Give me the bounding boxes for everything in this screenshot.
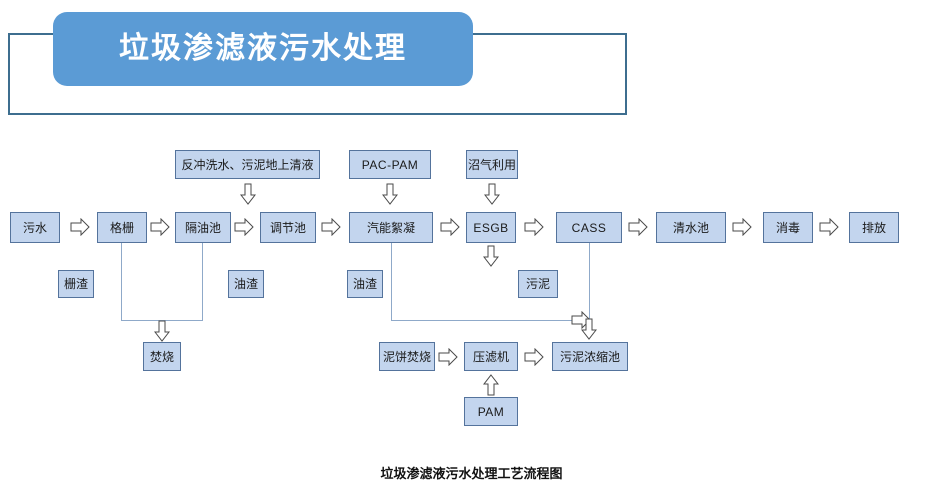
connector-grille-down <box>121 243 122 321</box>
arrow-down-biogas <box>484 183 500 205</box>
node-biogas-use[interactable]: 沼气利用 <box>466 150 518 179</box>
node-grille-residue[interactable]: 栅渣 <box>58 270 94 298</box>
arrow-right-cleanwater-disinfection <box>732 218 752 236</box>
arrow-right-esgb-cass <box>524 218 544 236</box>
node-pac-pam[interactable]: PAC-PAM <box>349 150 431 179</box>
arrow-right-wastewater-grille <box>70 218 90 236</box>
node-cake-incineration[interactable]: 泥饼焚烧 <box>379 342 435 371</box>
node-disinfection[interactable]: 消毒 <box>763 212 813 243</box>
arrow-right-cass-cleanwater <box>628 218 648 236</box>
arrow-right-flocculation-esgb <box>440 218 460 236</box>
node-sludge-thickener[interactable]: 污泥浓缩池 <box>552 342 628 371</box>
arrow-right-grille-oilsep <box>150 218 170 236</box>
arrow-right-oilsep-regulating <box>234 218 254 236</box>
arrow-down-esgb-sludge <box>483 245 499 267</box>
node-grille[interactable]: 格栅 <box>97 212 147 243</box>
node-sludge[interactable]: 污泥 <box>518 270 558 298</box>
arrow-right-thickener-filterpress <box>524 348 544 366</box>
arrow-down-pac-pam <box>382 183 398 205</box>
node-regulating-tank[interactable]: 调节池 <box>260 212 316 243</box>
title-text: 垃圾渗滤液污水处理 <box>119 32 407 65</box>
title-banner: 垃圾渗滤液污水处理 <box>53 12 473 86</box>
connector-flocculation-right <box>391 320 573 321</box>
arrow-down-to-thickener <box>581 318 597 340</box>
node-pam[interactable]: PAM <box>464 397 518 426</box>
arrow-right-regulating-flocculation <box>321 218 341 236</box>
node-esgb[interactable]: ESGB <box>466 212 516 243</box>
node-wastewater[interactable]: 污水 <box>10 212 60 243</box>
connector-flocculation-down <box>391 243 392 321</box>
node-oil-residue-2[interactable]: 油渣 <box>347 270 383 298</box>
node-cass[interactable]: CASS <box>556 212 622 243</box>
node-oil-residue-1[interactable]: 油渣 <box>228 270 264 298</box>
node-filter-press[interactable]: 压滤机 <box>464 342 518 371</box>
arrow-down-incineration <box>154 320 170 342</box>
figure-caption: 垃圾渗滤液污水处理工艺流程图 <box>380 466 563 481</box>
node-discharge[interactable]: 排放 <box>849 212 899 243</box>
arrow-right-disinfection-discharge <box>819 218 839 236</box>
node-oil-separator[interactable]: 隔油池 <box>175 212 231 243</box>
node-incineration[interactable]: 焚烧 <box>143 342 181 371</box>
arrow-down-backwash <box>240 183 256 205</box>
node-clean-water-tank[interactable]: 清水池 <box>656 212 726 243</box>
connector-oilsep-down <box>202 243 203 321</box>
node-backwash-supernatant[interactable]: 反冲洗水、污泥地上清液 <box>175 150 320 179</box>
arrow-up-pam-filterpress <box>483 374 499 396</box>
arrow-right-filterpress-cake <box>438 348 458 366</box>
node-steam-flocculation[interactable]: 汽能絮凝 <box>349 212 433 243</box>
connector-cass-down <box>589 243 590 321</box>
